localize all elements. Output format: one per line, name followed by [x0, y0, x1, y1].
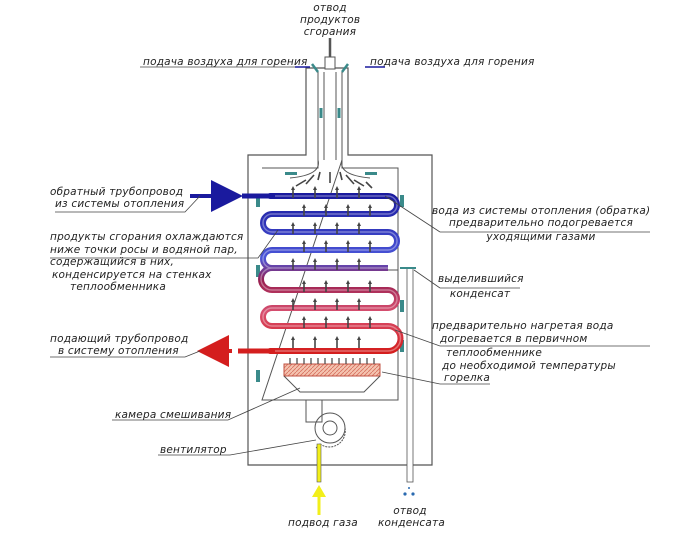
gas-flow-arrowhead: [302, 240, 306, 244]
gas-flow-arrowhead: [313, 258, 317, 262]
gas-flow-arrowhead: [313, 186, 317, 190]
label-fan: вентилятор: [160, 444, 227, 456]
label-condensate-line2: конденсат: [449, 288, 511, 300]
gas-flow-arrowhead: [335, 186, 339, 190]
label-air-right: подача воздуха для горения: [370, 56, 535, 68]
label-return-line1: обратный трубопровод: [50, 186, 184, 198]
gas-flow-arrowhead: [313, 336, 317, 340]
gas-flow-arrowhead: [357, 298, 361, 302]
gas-flow-arrowhead: [335, 222, 339, 226]
label-exhaust-line1: отвод: [313, 2, 347, 14]
label-drain-line2: конденсата: [378, 517, 445, 529]
label-supply-pipe: подающий трубопровод в систему отопления: [50, 333, 188, 357]
gas-supply-pipe: [312, 443, 326, 515]
gas-flow-arrowhead: [302, 280, 306, 284]
gas-flow-arrowhead: [291, 222, 295, 226]
gas-flow-arrowhead: [357, 336, 361, 340]
flue-gas-arrow: [345, 174, 355, 185]
gas-flow-arrowhead: [357, 258, 361, 262]
condensate-drain: [400, 267, 416, 496]
gas-flow-arrowhead: [346, 204, 350, 208]
burner: [283, 358, 381, 393]
gas-flow-arrowhead: [335, 336, 339, 340]
gas-flow-arrowhead: [324, 316, 328, 320]
label-condensate-drain: отвод конденсата: [378, 505, 445, 529]
label-cooling-line5: теплообменника: [70, 281, 166, 293]
coil-highlight: [260, 195, 402, 352]
label-preheat-line2: предварительно подогревается: [449, 217, 633, 229]
gas-flow-arrowhead: [346, 240, 350, 244]
flue-gas-arrow: [353, 179, 365, 187]
boiler-casing: [247, 67, 433, 466]
label-final-line4: до необходимой температуры: [442, 359, 616, 372]
gas-flow-arrowhead: [346, 280, 350, 284]
label-supply-line1: подающий трубопровод: [50, 333, 189, 345]
gas-flow-arrowhead: [313, 222, 317, 226]
flue-gas-arrow: [295, 179, 307, 187]
fan-assembly: [305, 399, 346, 449]
gas-flow-arrowhead: [357, 222, 361, 226]
label-preheat: вода из системы отопления (обратка) пред…: [432, 205, 650, 243]
label-mixing-chamber: камера смешивания: [115, 409, 232, 421]
label-final-line1: предварительно нагретая вода: [432, 320, 614, 332]
gas-flow-arrowhead: [346, 316, 350, 320]
label-cooling-line3: содержащийся в них,: [50, 256, 175, 268]
label-gas-supply: подвод газа: [288, 517, 358, 529]
gas-flow-arrowhead: [368, 204, 372, 208]
flue-gas-arrow: [339, 171, 343, 181]
label-condensate: выделившийся конденсат: [438, 272, 524, 302]
label-exhaust-line2: продуктов: [300, 14, 361, 26]
coil-tube: [258, 193, 404, 354]
gas-flow-arrowhead: [368, 280, 372, 284]
flue-gas-arrow: [365, 181, 373, 189]
gas-flow-arrowhead: [335, 258, 339, 262]
gas-flow-arrowhead: [291, 186, 295, 190]
gas-flow-arrowhead: [291, 336, 295, 340]
gas-flow-arrowhead: [324, 240, 328, 244]
label-cooling-line2: ниже точки росы и водяной пар,: [50, 243, 238, 256]
label-air-left: подача воздуха для горения: [143, 56, 308, 68]
gas-flow-arrowhead: [291, 298, 295, 302]
gas-flow-arrowhead: [313, 298, 317, 302]
label-cooling-line4: конденсируется на стенках: [52, 268, 212, 281]
label-exhaust: отвод продуктов сгорания: [300, 2, 360, 38]
leader-lines: [50, 66, 650, 456]
label-preheat-line3: уходящими газами: [486, 231, 596, 243]
label-preheat-line1: вода из системы отопления (обратка): [432, 205, 651, 217]
gas-flow-arrowhead: [368, 316, 372, 320]
label-condensate-line1: выделившийся: [438, 273, 524, 285]
flue-gas-arrow: [317, 171, 321, 181]
gas-flow-arrowhead: [335, 298, 339, 302]
label-exhaust-line3: сгорания: [303, 26, 357, 38]
gas-flow-arrowhead: [324, 280, 328, 284]
label-cooling: продукты сгорания охлаждаются ниже точки…: [50, 231, 243, 294]
label-return-pipe: обратный трубопровод из системы отоплени…: [50, 186, 184, 210]
label-drain-line1: отвод: [393, 505, 427, 517]
flue-gas-arrow: [305, 174, 315, 185]
flue-gas-arrows: [295, 171, 373, 189]
gas-flow-arrowhead: [302, 204, 306, 208]
gas-flow-arrowhead: [302, 316, 306, 320]
gas-flow-arrowhead: [324, 204, 328, 208]
exhaust-flue: [311, 38, 349, 160]
label-cooling-line1: продукты сгорания охлаждаются: [50, 231, 244, 243]
heat-exchanger-coils: [258, 186, 404, 354]
gas-flow-arrowhead: [291, 258, 295, 262]
label-supply-line2: в систему отопления: [58, 345, 179, 357]
gas-flow-arrowhead: [368, 240, 372, 244]
label-final-heat: предварительно нагретая вода догревается…: [432, 320, 616, 372]
gas-flow-arrowhead: [357, 186, 361, 190]
label-final-line3: теплообменнике: [446, 347, 543, 359]
label-burner: горелка: [444, 372, 490, 384]
label-final-line2: догревается в первичном: [440, 332, 588, 345]
label-return-line2: из системы отопления: [55, 198, 185, 210]
